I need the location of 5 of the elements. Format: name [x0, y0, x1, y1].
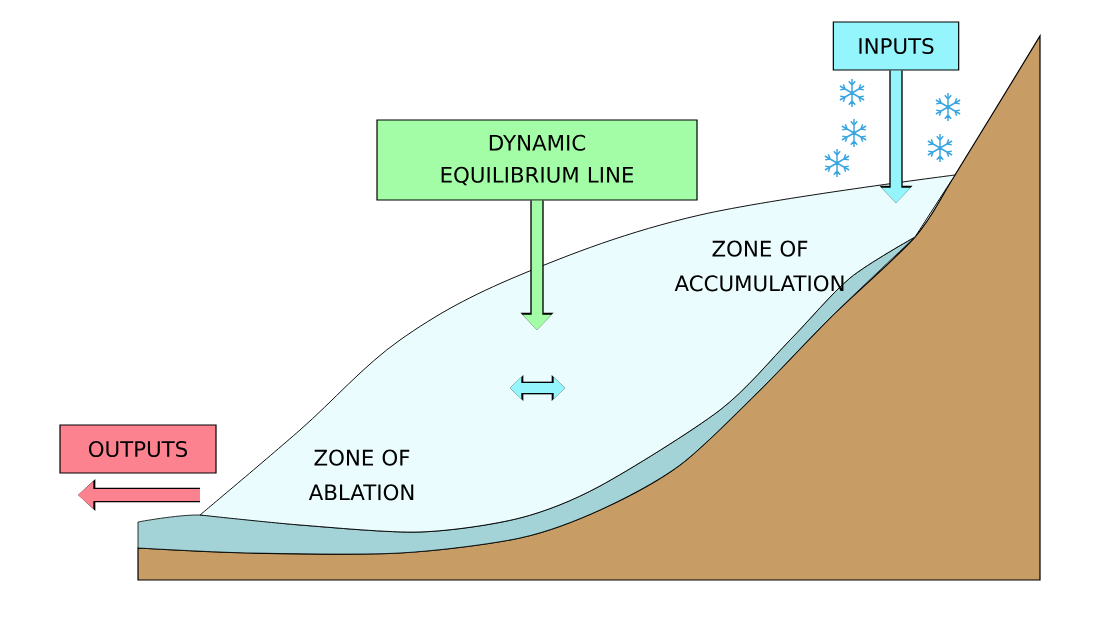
label-box: DYNAMIC EQUILIBRIUM LINE — [376, 119, 698, 201]
zone-label: ZONE OF ABLATION — [308, 449, 414, 501]
zone-label: ZONE OF ACCUMULATION — [674, 240, 844, 292]
label-box: OUTPUTS — [59, 424, 217, 474]
label-box: INPUTS — [832, 21, 960, 71]
